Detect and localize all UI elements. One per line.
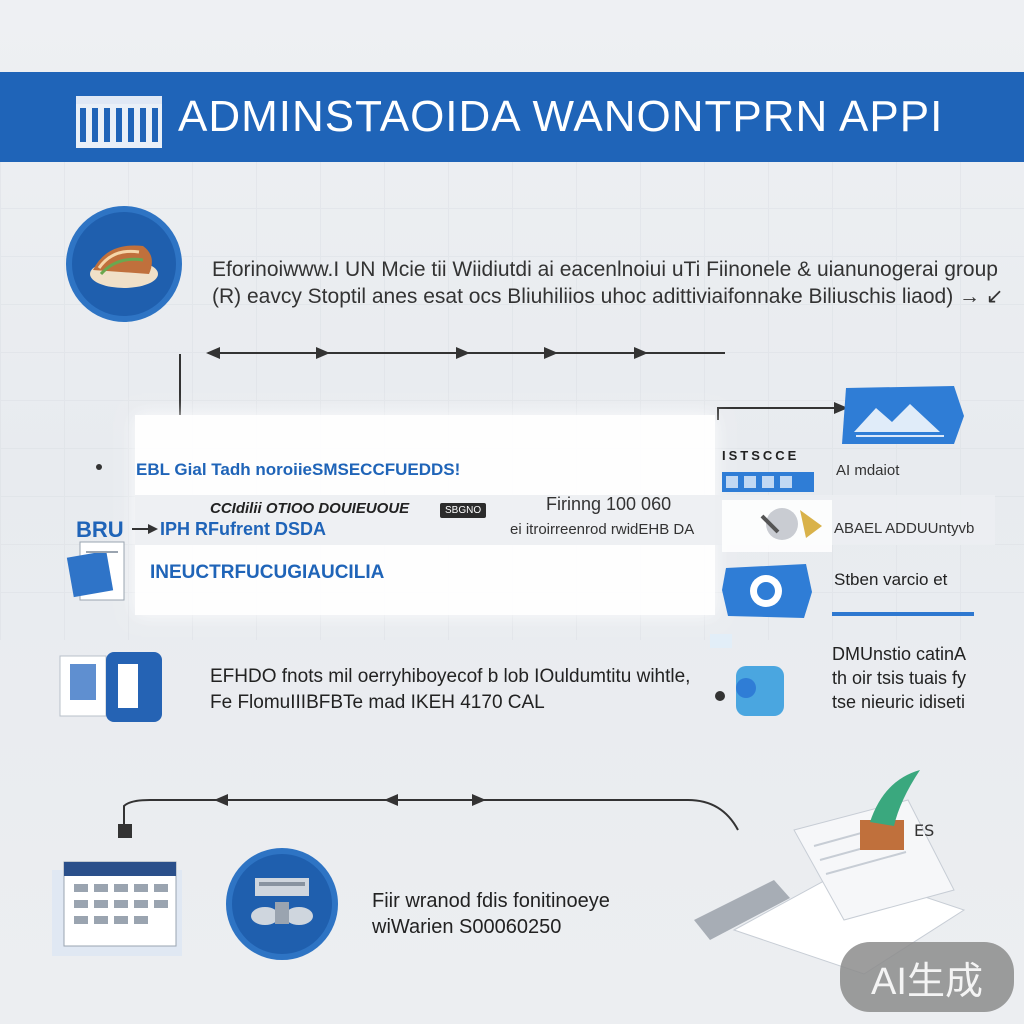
- bullet-dot: [96, 464, 102, 470]
- row2-chip: SBGNO: [440, 503, 487, 518]
- arrow-left-icon: [384, 794, 398, 806]
- ai-generated-watermark: AI生成: [840, 942, 1014, 1012]
- bottom-text: Fiir wranod fdis fonitinoeye wiWarien S0…: [372, 888, 610, 940]
- arrow-right-icon: [316, 347, 330, 359]
- food-plate-icon: [90, 245, 158, 288]
- mid-text-line-1: EFHDO fnots mil oerryhiboyecof b lob IOu…: [210, 666, 691, 687]
- window-panel-icon: [59, 652, 162, 722]
- table-header: EBL Gial Tadh noroiieSMSECCFUEDDS!: [136, 460, 461, 479]
- right-label-4-line-1: DMUnstio catinA: [832, 644, 967, 664]
- right-label-1: AI mdaiot: [836, 462, 900, 479]
- arrow-left-icon: [214, 794, 228, 806]
- row3-right-text: ei itroirreenrod rwidEHB DA: [510, 521, 695, 538]
- food-circle-icon: [66, 206, 182, 322]
- bottom-text-line-1: Fiir wranod fdis fonitinoeye: [372, 890, 610, 912]
- right-label-4-line-3: tse nieuric idiseti: [832, 692, 966, 712]
- intro-line-1: Eforinoiwww.I UN Mcie tii Wiidiutdi ai e…: [212, 258, 998, 281]
- banner-title: ADMINSTAOIDA WANONTPRN APPI: [178, 92, 944, 141]
- svg-text:ES: ES: [914, 821, 934, 840]
- right-label-4: DMUnstio catinA th oir tsis tuais fy tse…: [832, 642, 966, 714]
- arrow-right-icon: [634, 347, 648, 359]
- right-label-4-line-2: th oir tsis tuais fy: [832, 668, 967, 688]
- flow-connector-bottom: [118, 794, 739, 838]
- arrow-right-icon: [456, 347, 470, 359]
- mid-text: EFHDO fnots mil oerryhiboyecof b lob IOu…: [210, 664, 690, 716]
- camera-badge-icon: [722, 564, 812, 618]
- right-label-3: Stben varcio et: [834, 570, 948, 589]
- title-banner: ADMINSTAOIDA WANONTPRN APPI: [0, 72, 1024, 162]
- row3-text: IPH RFufrent DSDA: [160, 519, 326, 539]
- row2-title: CCIdilii OTIOO DOUIEUOUE: [210, 500, 410, 517]
- arrow-right-icon: [834, 402, 848, 414]
- arrow-right-icon: [132, 524, 158, 534]
- mountain-card-icon: [842, 386, 964, 444]
- building-logo-icon: [76, 96, 162, 148]
- arrow-left-icon: [206, 347, 220, 359]
- intro-text: Eforinoiwww.I UN Mcie tii Wiidiutdi ai e…: [212, 256, 1003, 310]
- machine-circle-icon: [226, 848, 338, 960]
- panel-row-band: [135, 495, 995, 545]
- arrow-right-icon: [544, 347, 558, 359]
- row-label: BRU: [76, 517, 124, 542]
- robot-arm-icon: [710, 634, 784, 716]
- flow-connector-top: [179, 347, 848, 420]
- intro-line-2: (R) eavcy Stoptil anes esat ocs Bliuhili…: [212, 285, 1004, 308]
- right-top-tags: ISTSCCE: [722, 448, 800, 463]
- machine-parts-icon: [251, 878, 313, 925]
- mid-text-line-2: Fe FlomuIIIBFBTe mad IKEH 4170 CAL: [210, 692, 545, 713]
- row2-right-text: Firinng 100 060: [546, 494, 672, 514]
- arrow-right-icon: [472, 794, 486, 806]
- open-book-icon: ES: [694, 770, 966, 975]
- accent-underline: [832, 612, 974, 616]
- calendar-icon: [52, 861, 182, 956]
- right-label-2: ABAEL ADDUUntyvb: [834, 520, 975, 537]
- bottom-text-line-2: wiWarien S00060250: [372, 916, 562, 938]
- document-icon: [66, 541, 125, 601]
- blue-tag-strip: [722, 472, 814, 492]
- tools-icon: [722, 500, 832, 552]
- row4-text: INEUCTRFUCUGIAUCILIA: [150, 562, 385, 583]
